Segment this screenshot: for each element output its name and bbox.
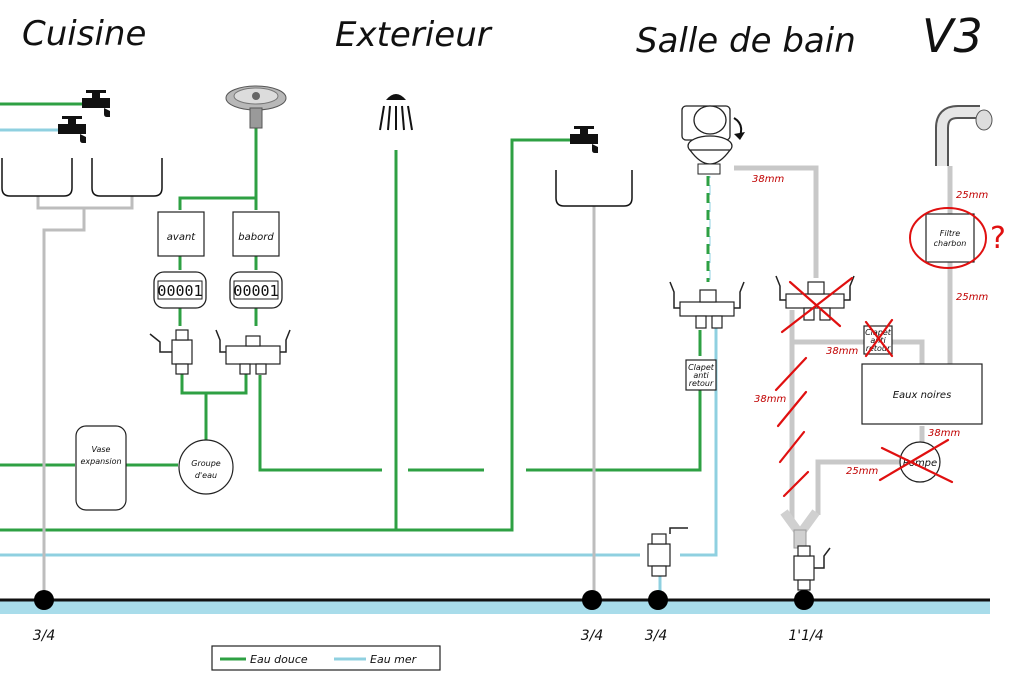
- through-hull-size: 3/4: [581, 628, 604, 644]
- tap-icon: [82, 90, 110, 117]
- tank-avant: [157, 211, 205, 257]
- sea-water-pipes: [0, 128, 718, 598]
- tap-icon: [570, 126, 598, 153]
- legend-sea-water: Eau mer: [370, 653, 418, 666]
- expansion-vessel-label: expansion: [80, 457, 121, 466]
- through-hull: [648, 590, 668, 610]
- pipe-size-label: 38mm: [826, 346, 858, 357]
- pipe-size-label: 38mm: [754, 394, 786, 405]
- water-pump-group-label: Groupe: [191, 459, 221, 468]
- sink-icon: [555, 170, 633, 207]
- through-hull-size: 3/4: [33, 628, 56, 644]
- charcoal-filter-label: charbon: [934, 239, 967, 248]
- tank-avant-label: avant: [167, 232, 197, 243]
- check-valve-shower-label: Clapet: [688, 363, 715, 372]
- y-fitting-icon: [780, 509, 820, 549]
- counter-babord-value: 00001: [233, 282, 278, 300]
- three-way-valve-icon: [669, 281, 745, 329]
- sink-icon: [1, 158, 163, 197]
- counter-avant-value: 00001: [157, 282, 202, 300]
- through-hull: [582, 590, 602, 610]
- through-hull-size: 1'1/4: [788, 628, 823, 644]
- through-hull-size: 3/4: [645, 628, 668, 644]
- pipe-size-label: 25mm: [956, 190, 988, 201]
- toilet-icon: [681, 105, 745, 175]
- water-pump-group: [178, 439, 234, 495]
- check-valve-wc-label: Clapet: [865, 328, 892, 337]
- check-valve-shower-label: retour: [689, 379, 714, 388]
- tank-babord-label: babord: [238, 232, 274, 243]
- zone-title-exterieur: Exterieur: [335, 15, 493, 55]
- check-valve-shower-label: anti: [693, 371, 709, 380]
- pump-label: Pompe: [903, 458, 937, 469]
- vent-fitting-icon: [935, 105, 993, 166]
- valve-icon: [647, 527, 688, 577]
- legend: Eau douce Eau mer: [211, 645, 441, 671]
- deck-filler-icon: [225, 85, 287, 129]
- pipe-size-label: 25mm: [846, 466, 878, 477]
- check-valve-shower: [685, 359, 717, 391]
- expansion-vessel-label: Vase: [92, 445, 111, 454]
- pipe-size-label: 38mm: [928, 428, 960, 439]
- charcoal-filter-label: Filtre: [940, 229, 960, 238]
- through-hull: [34, 590, 54, 610]
- water-pump-group-label: d'eau: [195, 471, 217, 480]
- tap-icon: [58, 116, 86, 143]
- three-way-valve-icon: [775, 275, 855, 321]
- charcoal-filter: [925, 213, 975, 263]
- black-water-tank-label: Eaux noires: [893, 390, 952, 401]
- red-annotations: ?: [774, 207, 1006, 498]
- valve-icon: [793, 545, 831, 591]
- black-water-tank: [861, 363, 983, 425]
- version-label: V3: [922, 9, 983, 63]
- check-valve-wc-label: retour: [866, 344, 891, 353]
- legend-fresh-water: Eau douce: [250, 653, 308, 666]
- question-mark: ?: [990, 221, 1006, 256]
- expansion-vessel: [75, 425, 127, 511]
- zone-title-salle-de-bain: Salle de bain: [636, 21, 856, 61]
- three-way-valve-icon: [215, 329, 291, 375]
- pipe-size-label: 38mm: [752, 174, 784, 185]
- fresh-water-pipes: [0, 102, 711, 532]
- zone-title-cuisine: Cuisine: [22, 14, 146, 54]
- valve-icon: [149, 329, 193, 375]
- pipe-size-label: 25mm: [956, 292, 988, 303]
- through-hull: [794, 590, 814, 610]
- grey-drains: [36, 196, 596, 598]
- hull-line: [0, 598, 990, 614]
- tank-babord: [232, 211, 280, 257]
- shower-icon: [379, 94, 413, 131]
